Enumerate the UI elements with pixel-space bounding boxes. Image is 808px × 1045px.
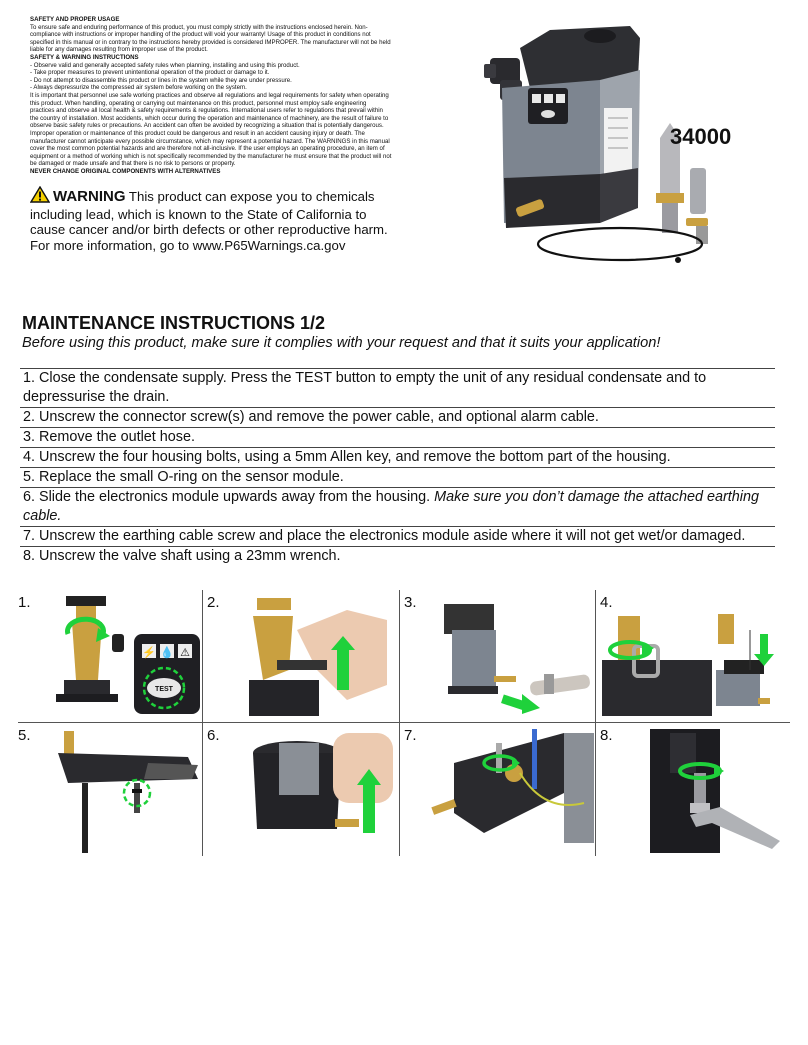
step-text: 7. Unscrew the earthing cable screw and … [23,528,746,544]
step-text: 2. Unscrew the connector screw(s) and re… [23,409,599,425]
grid-divider [595,590,596,856]
safety-footer: NEVER CHANGE ORIGINAL COMPONENTS WITH AL… [30,167,221,175]
figure-6-image [253,733,393,833]
safety-heading: SAFETY AND PROPER USAGE [30,16,120,23]
figure-8-image [650,729,780,853]
warning-text: This product can expose you to chemicals… [30,189,388,253]
safety-body-2: It is important that personnel use safe … [30,91,392,168]
step-item: 6. Slide the electronics module upwards … [20,488,775,527]
step-item: 8. Unscrew the valve shaft using a 23mm … [20,547,775,566]
figure-2-image [249,598,387,716]
step-item: 4. Unscrew the four housing bolts, using… [20,448,775,468]
svg-text:⚡: ⚡ [142,646,156,659]
safety-bullet: - Observe valid and generally accepted s… [30,61,300,69]
test-button-label: TEST [155,686,174,693]
figure-number: 6. [207,727,220,744]
figure-4-image [602,614,774,716]
step-text: 1. Close the condensate supply. Press th… [23,370,707,405]
figure-number: 8. [600,727,613,744]
warning-triangle-icon [29,185,51,207]
step-item: 2. Unscrew the connector screw(s) and re… [20,408,775,428]
svg-text:💧: 💧 [160,646,174,659]
figure-number: 5. [18,727,31,744]
warning-label: WARNING [53,188,126,205]
step-text: 3. Remove the outlet hose. [23,429,195,445]
figure-grid: 1. ⚡ 💧 ⚠ TEST 2. [18,590,790,856]
figure-number: 1. [18,594,31,611]
figure-2: 2. [207,590,400,723]
step-item: 5. Replace the small O-ring on the senso… [20,468,775,488]
figure-4: 4. [600,590,793,723]
figure-5-image [58,731,198,853]
figure-6: 6. [207,723,400,856]
step-item: 3. Remove the outlet hose. [20,428,775,448]
warning-instructions-heading: SAFETY & WARNING INSTRUCTIONS [30,53,139,61]
figure-number: 2. [207,594,220,611]
safety-body: To ensure safe and enduring performance … [30,23,391,54]
safety-bullet: - Take proper measures to prevent uninte… [30,69,270,77]
safety-section: SAFETY AND PROPER USAGE To ensure safe a… [30,16,392,175]
figure-7-image [431,729,594,843]
svg-text:⚠: ⚠ [180,647,190,659]
maintenance-subtitle: Before using this product, make sure it … [22,335,661,351]
step-text: 5. Replace the small O-ring on the senso… [23,469,344,485]
product-image [480,18,740,273]
step-text: 8. Unscrew the valve shaft using a 23mm … [23,548,341,564]
figure-number: 3. [404,594,417,611]
maintenance-title: MAINTENANCE INSTRUCTIONS 1/2 [22,313,326,333]
step-item: 1. Close the condensate supply. Press th… [20,369,775,408]
figure-number: 4. [600,594,613,611]
figure-3-image [444,604,590,714]
step-text: 6. Slide the electronics module upwards … [23,489,435,505]
model-number: 34000 [670,124,732,149]
safety-bullet: - Always depressurize the compressed air… [30,84,247,92]
figure-number: 7. [404,727,417,744]
figure-1: 1. ⚡ 💧 ⚠ TEST [18,590,211,723]
grid-divider [202,590,203,856]
figure-5: 5. [18,723,211,856]
step-note: Make sure you don’t damage the attached … [23,489,759,524]
safety-bullet: - Do not attempt to disassemble this pro… [30,76,292,84]
grid-divider [399,590,400,856]
prop65-warning: WARNING This product can expose you to c… [29,185,395,253]
figure-1-image: ⚡ 💧 ⚠ TEST [56,596,200,714]
figure-8: 8. [600,723,793,856]
figure-3: 3. [404,590,597,723]
grid-divider [18,722,790,723]
figure-7: 7. [404,723,597,856]
step-item: 7. Unscrew the earthing cable screw and … [20,527,775,547]
steps-list: 1. Close the condensate supply. Press th… [20,368,775,566]
step-text: 4. Unscrew the four housing bolts, using… [23,449,671,465]
